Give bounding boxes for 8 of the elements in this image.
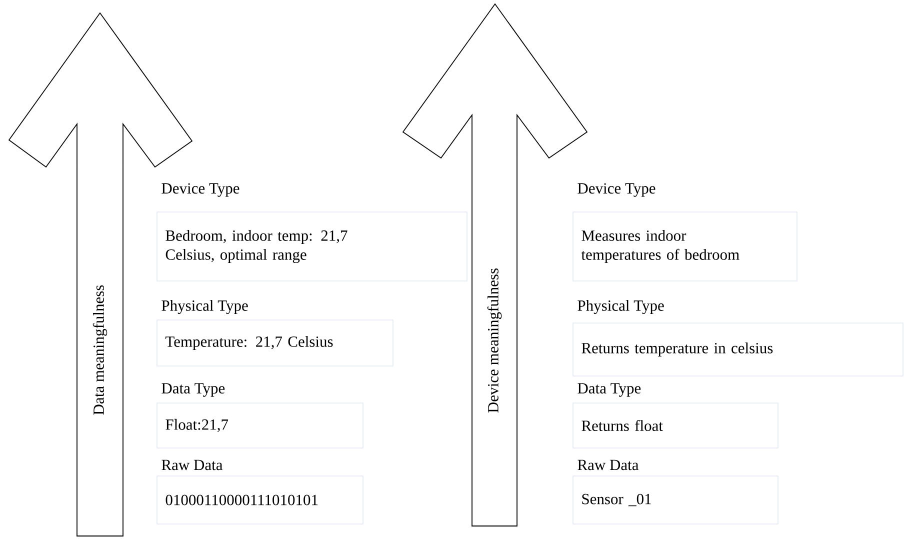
text-box: Returns temperature in celsius (572, 322, 904, 376)
text-box: Sensor _01 (572, 476, 778, 524)
text-box: Returns float (572, 402, 778, 448)
text-box: Measures indoor temperatures of bedroom (572, 212, 798, 282)
text-box: Bedroom, indoor temp: 21,7 Celsius, optimal range (156, 212, 468, 282)
text-box: Float:21,7 (156, 402, 364, 448)
text-box: 01000110000111010101 (156, 476, 364, 524)
text-box: Temperature: 21,7 Celsius (156, 320, 394, 366)
